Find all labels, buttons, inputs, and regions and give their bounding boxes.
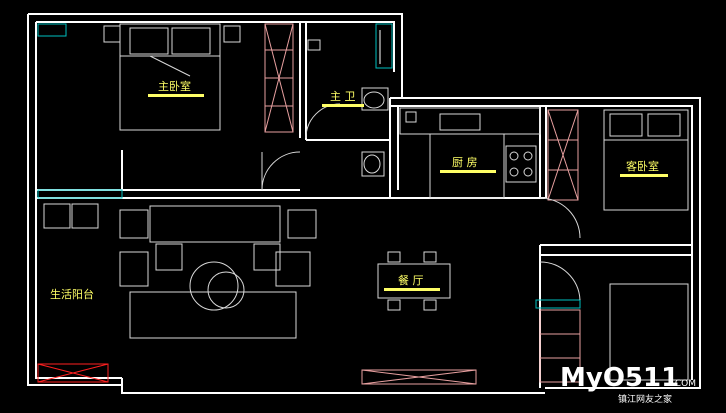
label-master-bedroom: 主卧室 [158,79,191,93]
watermark-dotcom: .COM [672,379,696,389]
dining-table [377,251,451,311]
kitchen-counter [399,107,541,199]
guest-bed [603,109,689,211]
bath-fixtures [305,39,389,177]
balcony-cabinet [37,363,109,383]
master-bed [103,23,241,131]
sofa [119,205,317,339]
label-dining: 餐 厅 [398,273,424,287]
label-kitchen: 厨 房 [452,156,478,169]
watermark-logo: MyO511 [560,363,679,393]
doors [261,151,581,301]
watermark-subtitle: 镇江网友之家 [618,393,672,405]
watermark: MyO511 .COM 镇江网友之家 [560,363,696,405]
wardrobe-third [539,309,581,383]
third-bed [609,283,689,381]
room-labels: 主卧室 主 卫 厨 房 客卧室 生活阳台 餐 厅 [50,79,668,301]
tv-cabinet [361,369,477,385]
label-guest-bedroom: 客卧室 [626,159,659,173]
label-balcony: 生活阳台 [50,287,94,301]
label-master-bath: 主 卫 [330,90,356,103]
balcony-sinks [43,203,99,229]
windows [37,23,581,309]
wardrobe-master [264,23,294,133]
wardrobe-guest [547,109,579,201]
